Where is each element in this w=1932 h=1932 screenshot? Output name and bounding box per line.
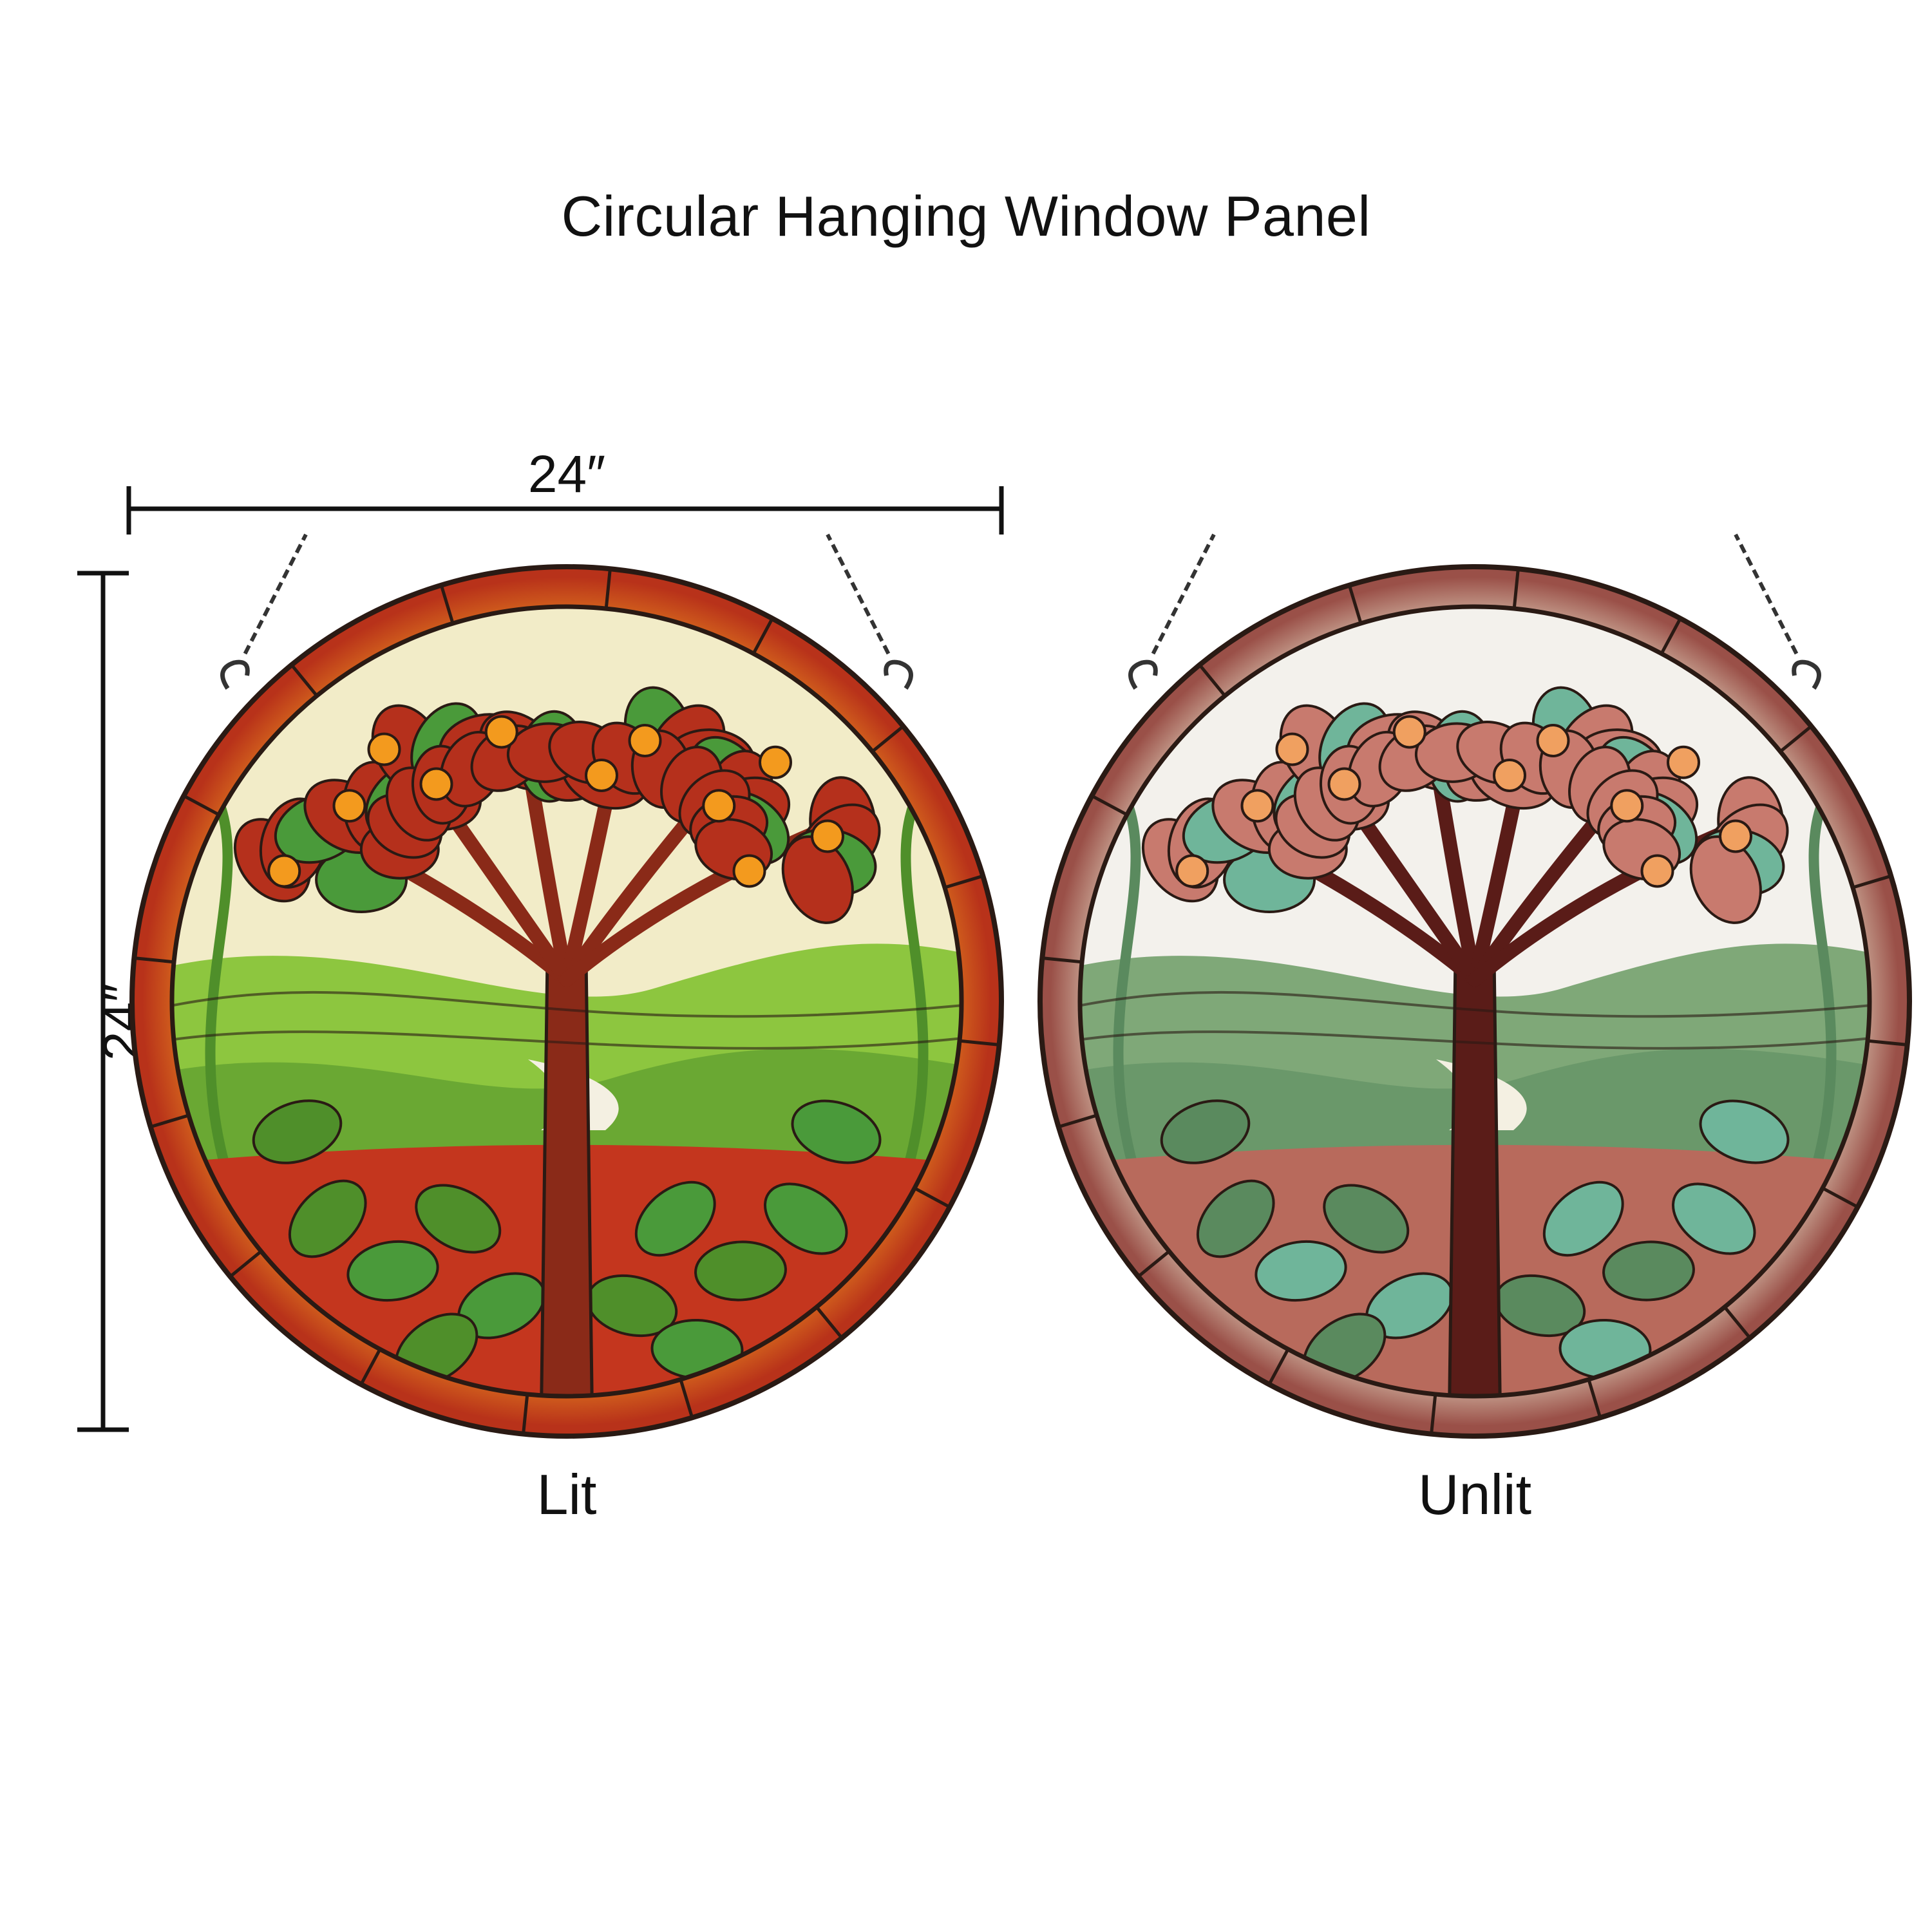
- fruit-icon: [1175, 715, 1752, 888]
- panel-unlit: [1037, 533, 1912, 1439]
- height-dimension-line: [77, 571, 129, 1432]
- fruit-icon: [267, 715, 844, 888]
- caption-lit: Lit: [536, 1463, 597, 1526]
- width-dimension-line: [126, 486, 1004, 535]
- hanging-chain: [243, 533, 891, 655]
- panel-lit: [129, 533, 1004, 1439]
- page-title: Circular Hanging Window Panel: [561, 184, 1371, 248]
- caption-unlit: Unlit: [1417, 1463, 1532, 1526]
- hanging-chain: [1151, 533, 1799, 655]
- tree-trunk: [1447, 956, 1502, 1396]
- tree-trunk: [539, 956, 594, 1396]
- width-dimension-label: 24″: [527, 445, 606, 504]
- hook-icon: [1128, 659, 1821, 690]
- hook-icon: [220, 659, 913, 690]
